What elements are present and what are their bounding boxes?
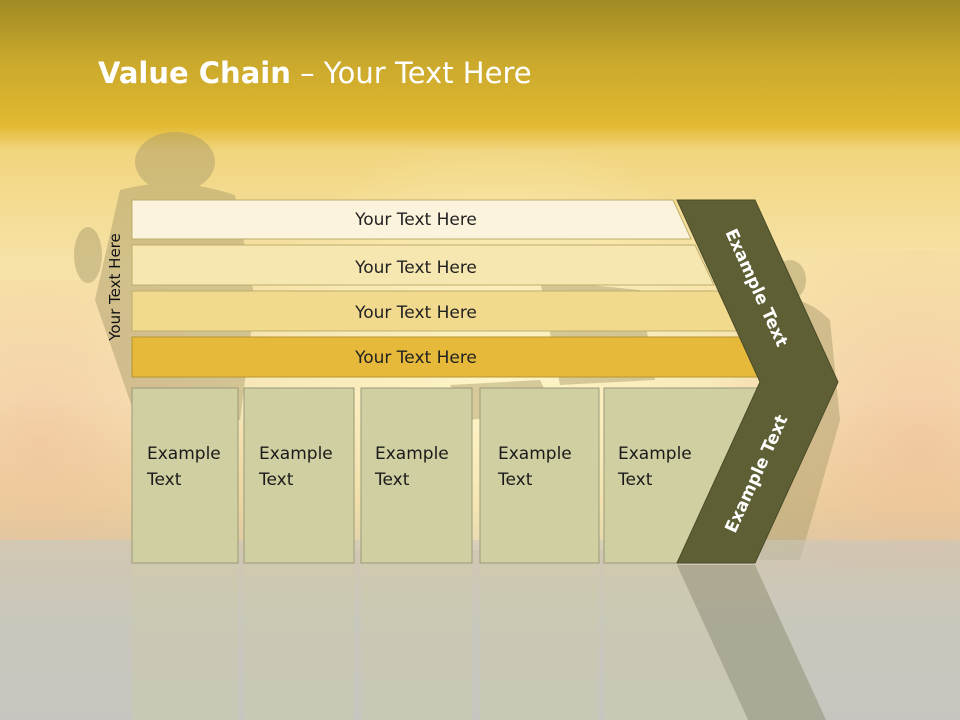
bar-4[interactable]: Your Text Here <box>131 336 764 378</box>
bar-2-label: Your Text Here <box>354 258 477 278</box>
box-4[interactable]: Example Text <box>479 387 600 564</box>
box-2[interactable]: Example Text <box>243 387 355 564</box>
box-2-line-1: Example <box>259 444 333 464</box>
box-4-line-1: Example <box>498 444 572 464</box>
bar-3-label: Your Text Here <box>354 303 477 323</box>
box-5[interactable]: Example Text <box>603 387 762 564</box>
box-2-line-2: Text <box>258 470 294 490</box>
bar-1-label: Your Text Here <box>354 210 477 230</box>
bar-2[interactable]: Your Text Here <box>131 244 715 286</box>
box-3[interactable]: Example Text <box>360 387 473 564</box>
box-1-shape <box>131 387 239 564</box>
bar-4-label: Your Text Here <box>354 348 477 368</box>
bar-2-shape <box>131 244 715 286</box>
box-1-line-1: Example <box>147 444 221 464</box>
box-4-shape <box>479 387 600 564</box>
box-5-line-2: Text <box>617 470 653 490</box>
chevron-arrow-shape <box>676 199 839 564</box>
page-title: Value Chain – Your Text Here <box>98 56 532 90</box>
box-1-line-2: Text <box>146 470 182 490</box>
bar-3[interactable]: Your Text Here <box>131 290 739 332</box>
box-1[interactable]: Example Text <box>131 387 239 564</box>
title-rest: – Your Text Here <box>290 56 532 90</box>
bar-1[interactable]: Your Text Here <box>131 199 692 240</box>
box-5-line-1: Example <box>618 444 692 464</box>
title-bold: Value Chain <box>98 56 291 90</box>
box-3-shape <box>360 387 473 564</box>
box-3-line-1: Example <box>375 444 449 464</box>
box-2-shape <box>243 387 355 564</box>
box-3-line-2: Text <box>374 470 410 490</box>
box-4-line-2: Text <box>497 470 533 490</box>
bar-1-shape <box>131 199 692 240</box>
